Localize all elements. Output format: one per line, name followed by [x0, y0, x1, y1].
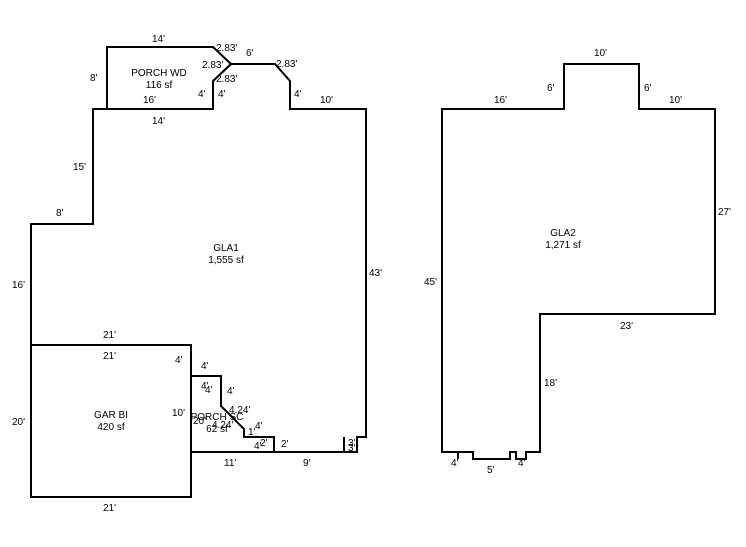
dim-label: 21' — [103, 330, 116, 341]
dim-label: 9' — [303, 458, 311, 469]
dim-label: 43' — [369, 268, 382, 279]
dim-label: 16' — [494, 95, 507, 106]
dim-label: 1' — [248, 427, 256, 438]
dim-label: 4' — [294, 89, 302, 100]
dim-label: 10' — [669, 95, 682, 106]
dim-label: 8' — [90, 73, 98, 84]
porch-sc-label: PORCH SC — [191, 412, 244, 423]
dim-label: 2.83' — [202, 60, 223, 71]
dim-label: 5' — [487, 465, 495, 476]
dim-label: 4' — [227, 386, 235, 397]
dim-label: 14' — [152, 34, 165, 45]
dim-label: 2.83' — [276, 59, 297, 70]
gla1-outline — [30, 63, 367, 453]
gla1-label: GLA1 — [213, 243, 239, 254]
dim-label: 14' — [152, 116, 165, 127]
gla2-label: GLA2 — [550, 228, 576, 239]
dim-label: 3' — [348, 443, 356, 454]
dim-label: 16' — [12, 280, 25, 291]
dim-label: 4' — [201, 381, 209, 392]
dim-label: 2.83' — [216, 43, 237, 54]
dim-label: 4' — [201, 361, 209, 372]
dim-label: 16' — [143, 95, 156, 106]
dim-label: 4' — [255, 421, 263, 432]
dim-label: 4' — [198, 89, 206, 100]
garage-size: 420 sf — [97, 422, 124, 433]
dim-label: 6' — [547, 83, 555, 94]
porch-sc-size: 62 sf — [206, 424, 228, 435]
porch-wd-outline — [106, 46, 233, 109]
dim-label: 27' — [718, 207, 731, 218]
porch-wd-label: PORCH WD — [131, 68, 187, 79]
dim-label: 2' — [281, 439, 289, 450]
gla2-outline — [441, 63, 716, 460]
porch-wd-size: 116 sf — [146, 80, 173, 91]
porch-sc-outline — [191, 375, 275, 453]
dim-label: 6' — [246, 48, 254, 59]
dim-label: 45' — [424, 277, 437, 288]
gla1-size: 1,555 sf — [208, 255, 244, 266]
dim-label: 10' — [320, 95, 333, 106]
dim-label: 4' — [218, 89, 226, 100]
dim-label: 10' — [594, 48, 607, 59]
dim-label: 4' — [518, 458, 526, 469]
dim-label: 4' — [175, 355, 183, 366]
dim-label: 15' — [73, 162, 86, 173]
dim-label: 4' — [254, 441, 262, 452]
garage-label: GAR BI — [94, 410, 128, 421]
gla2-size: 1,271 sf — [545, 240, 581, 251]
dim-label: 23' — [620, 321, 633, 332]
dim-label: 18' — [544, 378, 557, 389]
dim-label: 11' — [224, 458, 236, 469]
dim-label: 21' — [103, 351, 116, 362]
dim-label: 6' — [644, 83, 652, 94]
dim-label: 3' — [348, 438, 356, 449]
dim-label: 4' — [451, 458, 459, 469]
dim-label: 20' — [12, 417, 25, 428]
dim-label: 8' — [56, 208, 64, 219]
dim-label: 2' — [260, 438, 268, 449]
dim-label: 4' — [205, 385, 213, 396]
dim-label: 2.83' — [216, 74, 237, 85]
dim-label: 21' — [103, 503, 116, 514]
garage-outline — [30, 344, 192, 498]
dim-label: 4.24' — [212, 420, 233, 431]
dim-label: 4.24' — [229, 405, 250, 416]
dim-label: 20' — [193, 416, 206, 427]
dim-label: 10' — [172, 408, 185, 419]
